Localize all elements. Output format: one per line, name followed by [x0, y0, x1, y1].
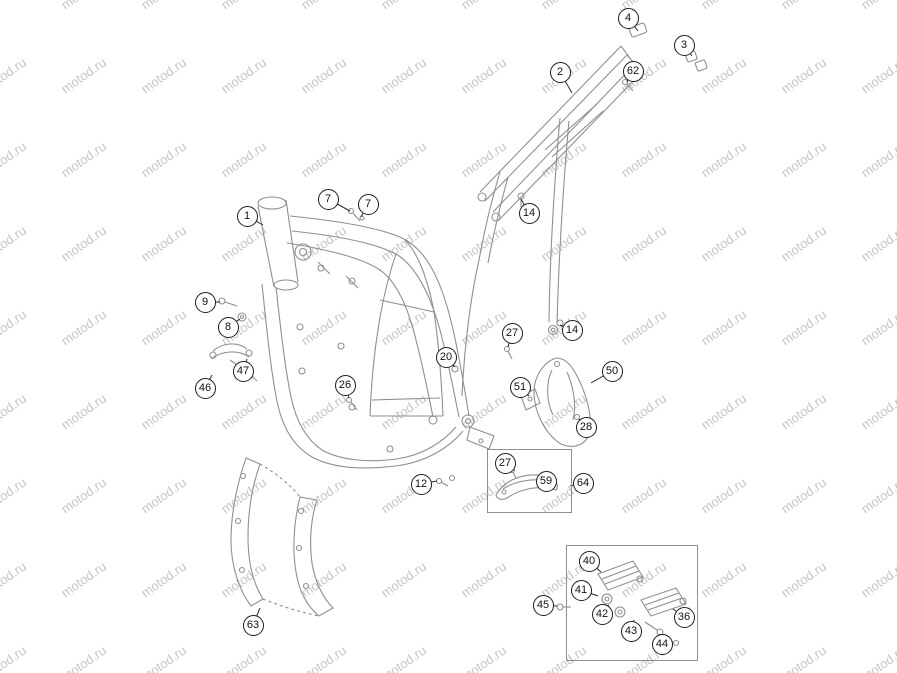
callout-14[interactable]: 14: [518, 202, 540, 224]
callout-64[interactable]: 64: [572, 472, 594, 494]
callout-45[interactable]: 45: [532, 594, 554, 616]
callout-46[interactable]: 46: [194, 377, 216, 399]
callout-27[interactable]: 27: [501, 322, 523, 344]
side-panels-line-art: [230, 457, 334, 617]
callout-9[interactable]: 9: [194, 291, 216, 313]
callout-27[interactable]: 27: [494, 452, 516, 474]
callout-28[interactable]: 28: [575, 416, 597, 438]
callout-14[interactable]: 14: [561, 319, 583, 341]
callout-62[interactable]: 62: [622, 60, 644, 82]
callout-42[interactable]: 42: [591, 603, 613, 625]
callout-2[interactable]: 2: [549, 61, 571, 83]
chain-slider-group: [487, 449, 572, 513]
callout-26[interactable]: 26: [334, 374, 356, 396]
callout-7[interactable]: 7: [317, 188, 339, 210]
callout-59[interactable]: 59: [535, 470, 557, 492]
callout-63[interactable]: 63: [242, 614, 264, 636]
callout-7[interactable]: 7: [357, 193, 379, 215]
callout-50[interactable]: 50: [601, 360, 623, 382]
main-frame-line-art: [257, 196, 495, 469]
callout-43[interactable]: 43: [620, 620, 642, 642]
callout-20[interactable]: 20: [435, 346, 457, 368]
callout-40[interactable]: 40: [578, 550, 600, 572]
callout-8[interactable]: 8: [217, 316, 239, 338]
subframe-line-art: [461, 45, 642, 397]
footpeg-kit-group: [566, 545, 698, 661]
callout-36[interactable]: 36: [673, 606, 695, 628]
callout-4[interactable]: 4: [617, 7, 639, 29]
callout-1[interactable]: 1: [236, 205, 258, 227]
chain-guide-line-art: [520, 357, 591, 447]
callout-41[interactable]: 41: [570, 579, 592, 601]
callout-47[interactable]: 47: [232, 360, 254, 382]
callout-12[interactable]: 12: [410, 473, 432, 495]
callout-44[interactable]: 44: [651, 633, 673, 655]
callout-51[interactable]: 51: [509, 376, 531, 398]
callout-3[interactable]: 3: [673, 34, 695, 56]
